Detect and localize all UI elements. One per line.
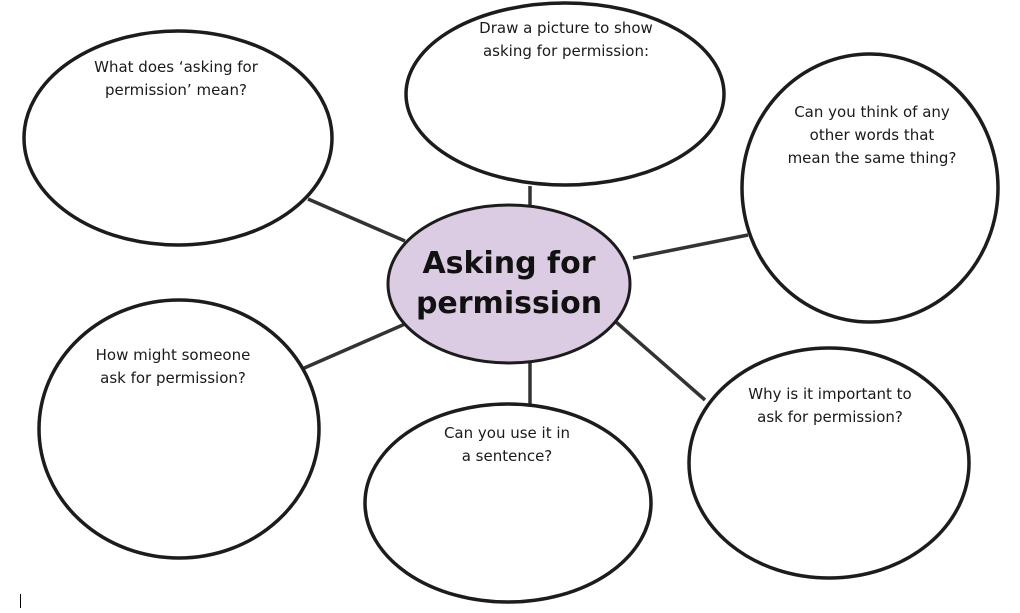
prompt-synonyms: Can you think of any other words that me… <box>772 101 972 170</box>
connector-importance <box>614 320 707 402</box>
prompt-sentence: Can you use it in a sentence? <box>407 422 607 468</box>
prompt-meaning-line-2: permission’ mean? <box>105 81 247 99</box>
text-cursor <box>20 594 21 608</box>
prompt-sentence-line-2: a sentence? <box>461 447 553 465</box>
prompt-importance-line-2: ask for permission? <box>757 408 903 426</box>
prompt-how-ask: How might someone ask for permission? <box>73 344 273 390</box>
connector-how-ask <box>301 322 406 371</box>
prompt-picture: Draw a picture to show asking for permis… <box>456 17 676 63</box>
prompt-picture-line-1: Draw a picture to show <box>479 19 653 37</box>
bubble-how-ask <box>37 298 321 560</box>
bubble-importance <box>687 346 971 580</box>
bubble-picture <box>404 1 726 187</box>
connector-synonyms <box>632 233 749 260</box>
prompt-synonyms-line-3: mean the same thing? <box>787 149 957 167</box>
center-title: Asking for permission <box>409 244 609 324</box>
prompt-importance: Why is it important to ask for permissio… <box>720 383 940 429</box>
connector-meaning <box>307 197 406 243</box>
bubble-sentence <box>363 402 653 604</box>
bubble-meaning <box>22 29 334 247</box>
prompt-how-ask-line-1: How might someone <box>95 346 251 364</box>
center-bubble <box>386 203 632 365</box>
center-title-line-1: Asking for <box>422 246 596 281</box>
prompt-synonyms-line-2: other words that <box>809 126 935 144</box>
prompt-meaning-line-1: What does ‘asking for <box>94 58 258 76</box>
prompt-importance-line-1: Why is it important to <box>748 385 912 403</box>
prompt-picture-line-2: asking for permission: <box>482 42 650 60</box>
prompt-sentence-line-1: Can you use it in <box>443 424 571 442</box>
center-title-line-2: permission <box>415 286 603 321</box>
bubble-synonyms <box>740 52 1000 324</box>
prompt-synonyms-line-1: Can you think of any <box>794 103 950 121</box>
prompt-meaning: What does ‘asking for permission’ mean? <box>76 56 276 102</box>
prompt-how-ask-line-2: ask for permission? <box>100 369 246 387</box>
